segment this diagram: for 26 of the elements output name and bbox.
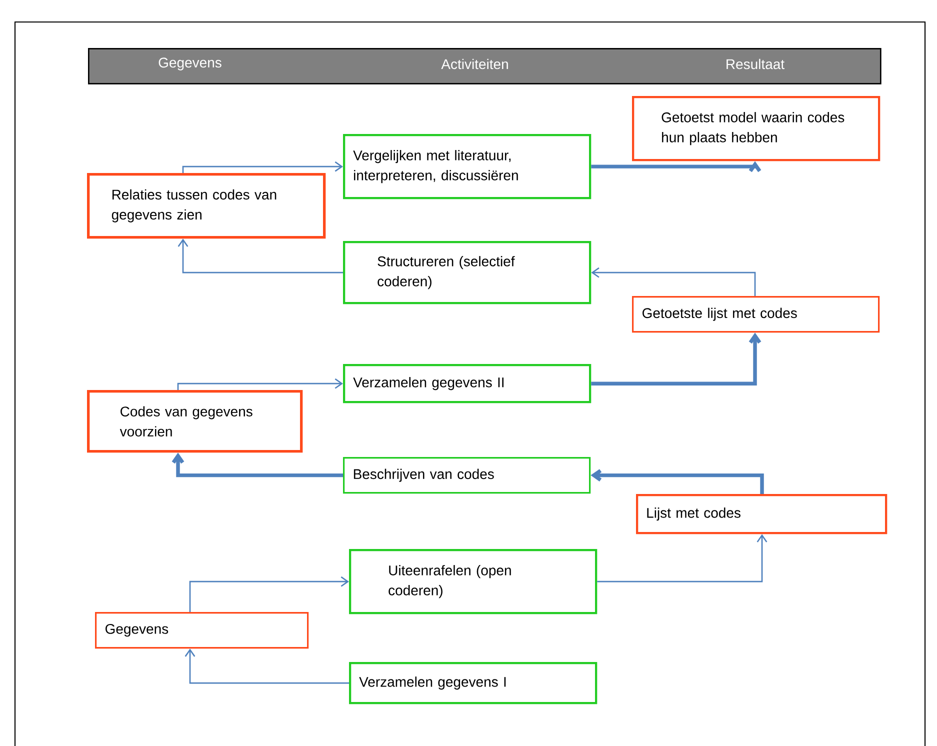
column-heading: Gegevens	[158, 58, 222, 70]
arrow	[591, 332, 762, 386]
result-box: Codes van gegevens voorzien	[87, 390, 303, 453]
result-box: Getoetst model waarin codes hun plaats hebben	[632, 96, 880, 162]
activity-box: Vergelijken met literatuur, interpreteren, discussiëren	[343, 134, 592, 200]
activity-box: Uiteenrafelen (open coderen)	[349, 549, 598, 614]
activity-box: Beschrijven van codes	[343, 457, 591, 494]
arrow	[178, 238, 343, 274]
column-heading: Activiteiten	[441, 58, 508, 70]
activity-box: Structureren (selectief coderen)	[343, 241, 592, 304]
result-box: Gegevens	[95, 612, 309, 649]
column-heading: Resultaat	[726, 58, 784, 70]
arrow	[184, 648, 349, 684]
arrow	[177, 378, 343, 390]
arrow	[172, 452, 343, 478]
result-box: Getoetste lijst met codes	[632, 296, 880, 333]
arrow	[591, 161, 762, 172]
arrow	[182, 161, 343, 173]
arrow	[597, 534, 768, 582]
arrow	[591, 267, 756, 296]
activity-box: Verzamelen gegevens II	[343, 364, 592, 404]
arrow	[590, 469, 764, 494]
activity-box: Verzamelen gegevens I	[349, 662, 598, 704]
result-box: Lijst met codes	[636, 494, 888, 534]
arrow	[189, 576, 349, 612]
result-box: Relaties tussen codes van gegevens zien	[87, 173, 326, 239]
